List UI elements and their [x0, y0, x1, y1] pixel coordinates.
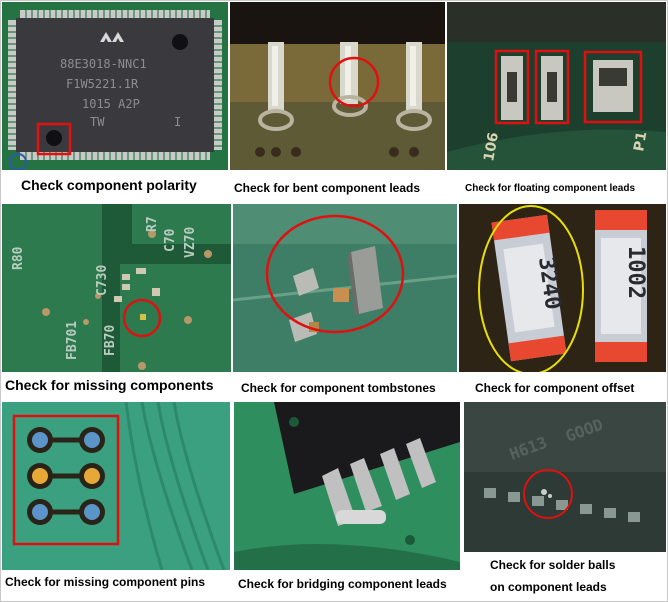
caption-offset: Check for component offset	[475, 381, 635, 395]
caption-bridging: Check for bridging component leads	[238, 577, 447, 591]
caption-missing-pins: Check for missing component pins	[5, 575, 206, 589]
photo-component-offset: 3240 1002	[459, 204, 666, 372]
photo-bent-leads	[230, 2, 445, 170]
offset-resistor-1002: 1002	[623, 246, 648, 299]
missing-silk-fb701: FB701	[65, 321, 80, 360]
missing-silk-r7: R7	[145, 216, 160, 232]
caption-missing-components: Check for missing components	[5, 377, 214, 393]
photo-solder-balls: H613 GOOD	[464, 402, 666, 552]
caption-floating-leads: Check for floating component leads	[465, 183, 636, 194]
chip-marking-2: F1W5221.1R	[66, 77, 139, 91]
caption-solder-balls-line2: on component leads	[490, 580, 607, 594]
photo-missing-pins	[2, 402, 230, 570]
missing-silk-r80: R80	[11, 246, 26, 270]
chip-marking-5: I	[174, 115, 181, 129]
photo-bridging-leads	[234, 402, 460, 570]
chip-marking-4: TW	[90, 115, 105, 129]
caption-solder-balls-line1: Check for solder balls	[490, 558, 616, 572]
missing-silk-fb70: FB70	[103, 325, 118, 356]
photo-tombstones	[233, 204, 457, 372]
caption-tombstones: Check for component tombstones	[241, 381, 436, 395]
photo-floating-leads: 106 P1	[447, 2, 666, 170]
photo-component-polarity: 88E3018-NNC1 F1W5221.1R 1015 A2P TW I	[2, 2, 228, 170]
missing-silk-c730: C730	[95, 265, 110, 296]
floating-silk-p1: P1	[631, 130, 650, 152]
chip-marking-3: 1015 A2P	[82, 97, 140, 111]
missing-silk-vz70: VZ70	[183, 227, 198, 258]
caption-polarity: Check component polarity	[21, 177, 197, 193]
photo-missing-components: R80 C730 FB701 FB70 C70 R7 VZ70	[2, 204, 231, 372]
caption-bent-leads: Check for bent component leads	[234, 181, 421, 195]
floating-silk-106: 106	[481, 131, 502, 163]
chip-marking-1: 88E3018-NNC1	[60, 57, 147, 71]
missing-silk-c70: C70	[163, 228, 178, 252]
